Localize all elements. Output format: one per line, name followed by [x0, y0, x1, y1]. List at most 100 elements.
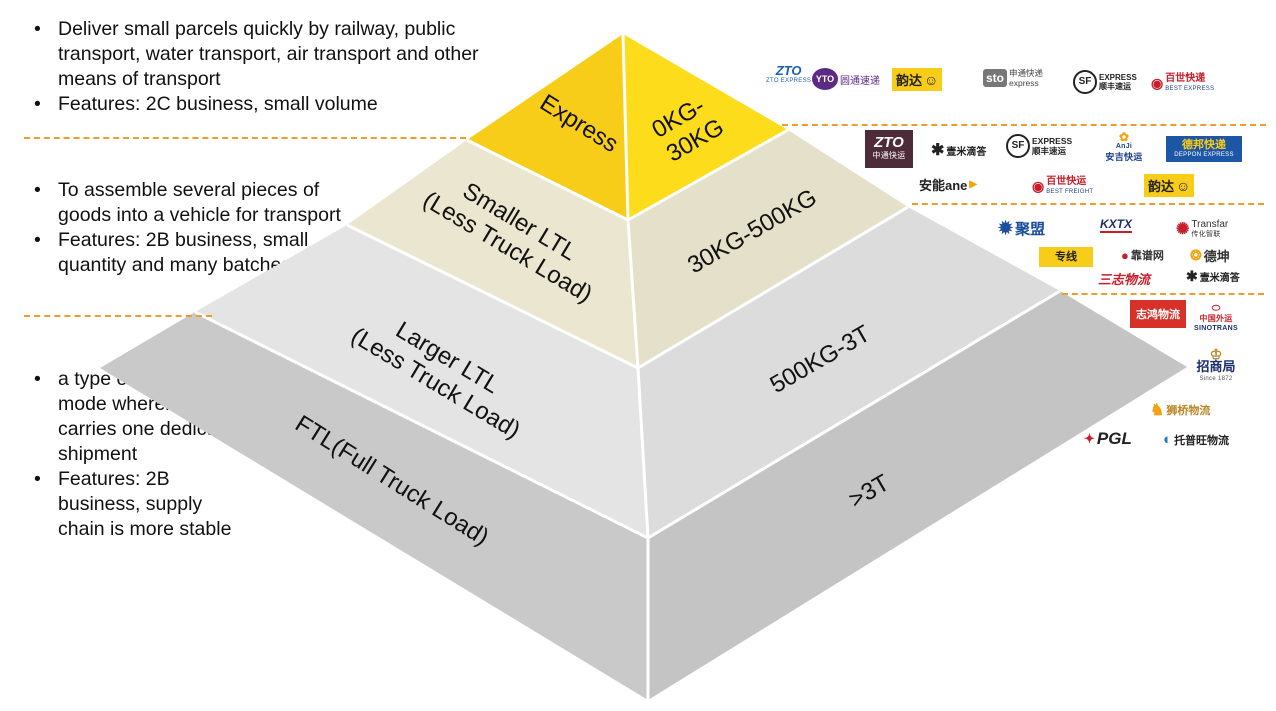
gear-icon: ✹: [998, 218, 1014, 238]
yunda-freight-logo: 韵达 ☺: [1144, 174, 1195, 197]
china-merchants-logo-sub: Since 1872: [1199, 376, 1233, 382]
sto-logo: sto 申通快递 express: [983, 68, 1061, 88]
ltl-description-item: Features: 2B business, small quantity an…: [32, 228, 377, 278]
divider-ftl-right: [1062, 293, 1264, 295]
sf-badge: SF: [1073, 70, 1097, 94]
sanzhi-logo: 三志物流: [1098, 269, 1150, 288]
transfar-icon: ✺: [1176, 221, 1190, 238]
ftl-tier-right-face: [648, 291, 1187, 700]
sinotrans-logo: ⬭ 中国外运 SINOTRANS: [1193, 302, 1239, 334]
kaopu-logo: ● 靠谱网: [1121, 247, 1164, 263]
transfar-logo: ✺ Transfar 传化智联: [1176, 218, 1228, 240]
sto-badge: sto: [983, 69, 1007, 87]
ane-logo-text: 安能ane: [919, 178, 968, 193]
sinotrans-logo-sub: 中国外运: [1199, 314, 1233, 323]
sf-badge: SF: [1006, 134, 1030, 158]
topwang-logo: ◐ 托普旺物流: [1163, 431, 1229, 448]
zhihong-logo-text: 志鸿物流: [1136, 309, 1180, 321]
sf-logo-text: SF: [1078, 76, 1092, 87]
divider-ftl-left: [24, 315, 212, 317]
best-express-logo: ◉ 百世快递 BEST EXPRESS: [1151, 72, 1214, 94]
yunda-logo-text: 韵达: [896, 73, 923, 88]
yto-logo: YTO 圆通速递: [812, 68, 880, 90]
best-express-logo-sub: BEST EXPRESS: [1165, 86, 1215, 92]
express-description: Deliver small parcels quickly by railway…: [32, 17, 502, 117]
china-merchants-logo-text: 招商局: [1196, 359, 1236, 374]
best-freight-logo-text: 百世快运: [1046, 176, 1087, 187]
sto-logo-sub: 申通快递 express: [1009, 68, 1044, 88]
ltl-description-item: To assemble several pieces of goods into…: [32, 178, 377, 228]
ftl-description-item: Features: 2B business, supply chain is m…: [32, 467, 252, 542]
sf-logo-sub: EXPRESS 顺丰速运: [1099, 73, 1137, 91]
yimidida-ltl-logo-text: 壹米滴答: [1199, 273, 1240, 284]
sinotrans-icon: ⬭: [1211, 303, 1221, 314]
divider-ltl-right: [912, 203, 1264, 205]
kxtx-logo: KXTX: [1100, 217, 1133, 233]
anji-icon: ✿: [1118, 130, 1130, 144]
best-freight-logo-sub: BEST FREIGHT: [1046, 189, 1094, 195]
zto-freight-logo-sub: 中通快运: [872, 151, 906, 160]
yimidida-logo-text: 壹米滴答: [946, 146, 987, 158]
transfar-logo-sub: 传化智联: [1191, 231, 1221, 238]
yto-logo-text: YTO: [815, 74, 835, 84]
yunda-express-logo: 韵达 ☺: [892, 68, 943, 91]
china-merchants-logo: ♔ 招商局 Since 1872: [1192, 347, 1240, 385]
sf-freight-logo-text: SF: [1011, 140, 1025, 151]
best-freight-logo: ◉ 百世快运 BEST FREIGHT: [1032, 175, 1093, 197]
small-ltl-tier-right-face: [628, 130, 908, 368]
kaopu-logo-text: 靠谱网: [1130, 250, 1164, 262]
express-description-item: Deliver small parcels quickly by railway…: [32, 17, 502, 92]
zto-express-logo-sub: ZTO EXPRESS: [766, 78, 812, 84]
zto-express-logo-text: ZTO: [775, 63, 802, 78]
pgl-logo-text: PGL: [1096, 429, 1132, 448]
small-ltl-tier-left-face: [347, 140, 638, 368]
dedicated-line-tag: 专线: [1039, 247, 1093, 267]
sf-express-logo: SF EXPRESS 顺丰速运: [1073, 70, 1143, 94]
deppon-logo: 德邦快递 DEPPON EXPRESS: [1166, 136, 1242, 162]
divider-express-left: [24, 137, 466, 139]
sanzhi-logo-text: 三志物流: [1098, 272, 1151, 287]
deppon-logo-sub: DEPPON EXPRESS: [1174, 151, 1234, 158]
deppon-logo-text: 德邦快递: [1182, 138, 1226, 151]
yto-badge: YTO: [812, 68, 838, 90]
smile-icon: ☺: [1176, 177, 1191, 194]
large-ltl-tier-right-face: [638, 207, 1060, 538]
jumeng-logo: ✹ 聚盟: [998, 218, 1045, 239]
anji-logo: ✿ AnJi 安吉快运: [1101, 130, 1147, 162]
dekun-icon: ❂: [1190, 247, 1202, 263]
zto-freight-logo-text: ZTO: [874, 134, 904, 151]
transfar-logo-text: Transfar: [1191, 219, 1229, 230]
lion-icon: ♞: [1150, 402, 1165, 419]
best-icon: ◉: [1032, 177, 1045, 194]
ltl-description: To assemble several pieces of goods into…: [32, 178, 377, 278]
yimidida-logo: ✱ 壹米滴答: [931, 140, 986, 160]
sf-freight-logo: SF EXPRESS 顺丰速运: [1006, 134, 1080, 158]
anji-logo-sub: 安吉快运: [1105, 152, 1143, 162]
express-description-item: Features: 2C business, small volume: [32, 92, 502, 117]
large-ltl-tier-left-face: [195, 225, 648, 538]
dekun-logo-text: 德坤: [1203, 249, 1230, 264]
pgl-icon: ✦: [1084, 431, 1095, 446]
arrow-icon: ▶: [969, 179, 978, 190]
yimidida-logo: ✱ 壹米滴答: [1186, 268, 1240, 285]
ane-logo: 安能ane ▶: [919, 175, 977, 194]
smile-icon: ☺: [924, 71, 939, 88]
pgl-logo: ✦ PGL: [1084, 429, 1132, 449]
jumeng-logo-text: 聚盟: [1015, 221, 1046, 238]
shiqiao-logo-text: 狮桥物流: [1166, 405, 1211, 417]
zhihong-logo: 志鸿物流: [1130, 300, 1186, 328]
zto-freight-logo: ZTO 中通快运: [865, 130, 913, 168]
yunda-freight-logo-text: 韵达: [1148, 179, 1175, 194]
divider-express-right: [782, 124, 1266, 126]
topwang-icon: ◐: [1163, 431, 1173, 448]
sinotrans-logo-text: SINOTRANS: [1194, 325, 1238, 332]
anji-logo-text: AnJi: [1115, 143, 1133, 150]
kxtx-logo-text: KXTX: [1100, 217, 1133, 233]
zto-express-logo: ZTO ZTO EXPRESS: [766, 63, 812, 86]
best-icon: ◉: [1151, 74, 1164, 91]
sf-freight-logo-sub: EXPRESS 顺丰速运: [1032, 136, 1073, 156]
topwang-logo-text: 托普旺物流: [1174, 434, 1230, 447]
asterisk-icon: ✱: [1186, 268, 1198, 284]
express-tier-right-face: [623, 34, 788, 220]
